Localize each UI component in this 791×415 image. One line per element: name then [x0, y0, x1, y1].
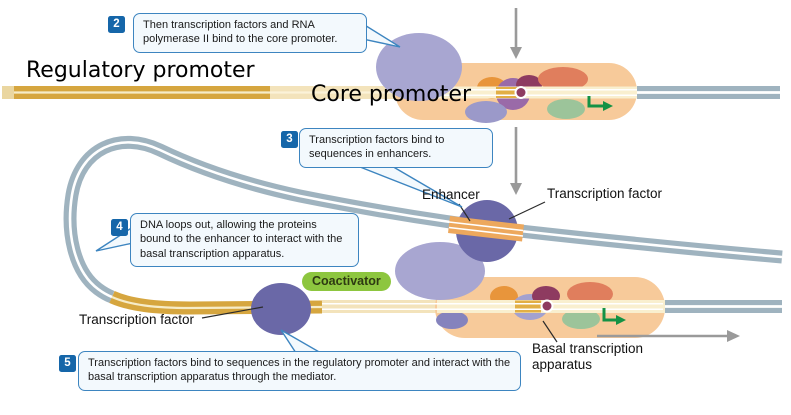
- transcription-factor-circle-lower: [251, 283, 311, 335]
- step-4-callout: DNA loops out, allowing the proteins bou…: [130, 213, 359, 267]
- enhancer-label: Enhancer: [422, 187, 480, 202]
- rna-polymerase-ii-blob-lower: [395, 242, 485, 300]
- basal-transcription-apparatus-complex: [322, 277, 665, 338]
- step-5-callout: Transcription factors bind to sequences …: [78, 351, 521, 391]
- transcription-factor-label-lower: Transcription factor: [79, 312, 195, 327]
- down-arrow-middle: [510, 127, 522, 195]
- basal-transcription-apparatus-label: Basal transcription apparatus: [532, 341, 644, 372]
- transcription-start-arrow-upper: [587, 96, 613, 111]
- tf-upper-leader: [508, 201, 546, 220]
- step-3-callout: Transcription factors bind to sequences …: [299, 128, 493, 168]
- dna-loop: [63, 135, 783, 304]
- enhancer-segment: [448, 216, 524, 242]
- callout-tail-step5: [280, 329, 324, 354]
- blob-purple-lower: [436, 311, 468, 329]
- regulatory-promoter-label: Regulatory promoter: [26, 58, 255, 83]
- upper-diagram: [2, 8, 780, 123]
- transcription-factor-label-upper: Transcription factor: [547, 186, 663, 201]
- rna-polymerase-ii-blob-upper: [376, 33, 462, 101]
- down-arrow-top: [510, 8, 522, 59]
- coactivator-pill: Coactivator: [302, 272, 391, 291]
- step-2-badge: 2: [108, 16, 125, 33]
- mediator-dot-lower: [540, 299, 554, 313]
- blob-green: [547, 99, 585, 119]
- blob-lavender-small: [465, 101, 507, 123]
- step-2-callout: Then transcription factors and RNA polym…: [133, 13, 367, 53]
- lower-diagram: [63, 135, 783, 354]
- core-promoter-complex: [395, 63, 637, 123]
- step-3-badge: 3: [281, 131, 298, 148]
- transcription-start-arrow-lower: [602, 308, 626, 325]
- core-promoter-label: Core promoter: [311, 82, 471, 107]
- step-4-badge: 4: [111, 219, 128, 236]
- callout-tail-step2: [362, 22, 401, 48]
- tf-lower-leader: [201, 306, 264, 319]
- blob-salmon: [538, 67, 588, 91]
- blob-green-lower: [562, 309, 600, 329]
- basal-leader: [542, 320, 558, 343]
- direction-arrow-bottom: [597, 330, 740, 342]
- mediator-dot: [514, 86, 528, 99]
- step-5-badge: 5: [59, 355, 76, 372]
